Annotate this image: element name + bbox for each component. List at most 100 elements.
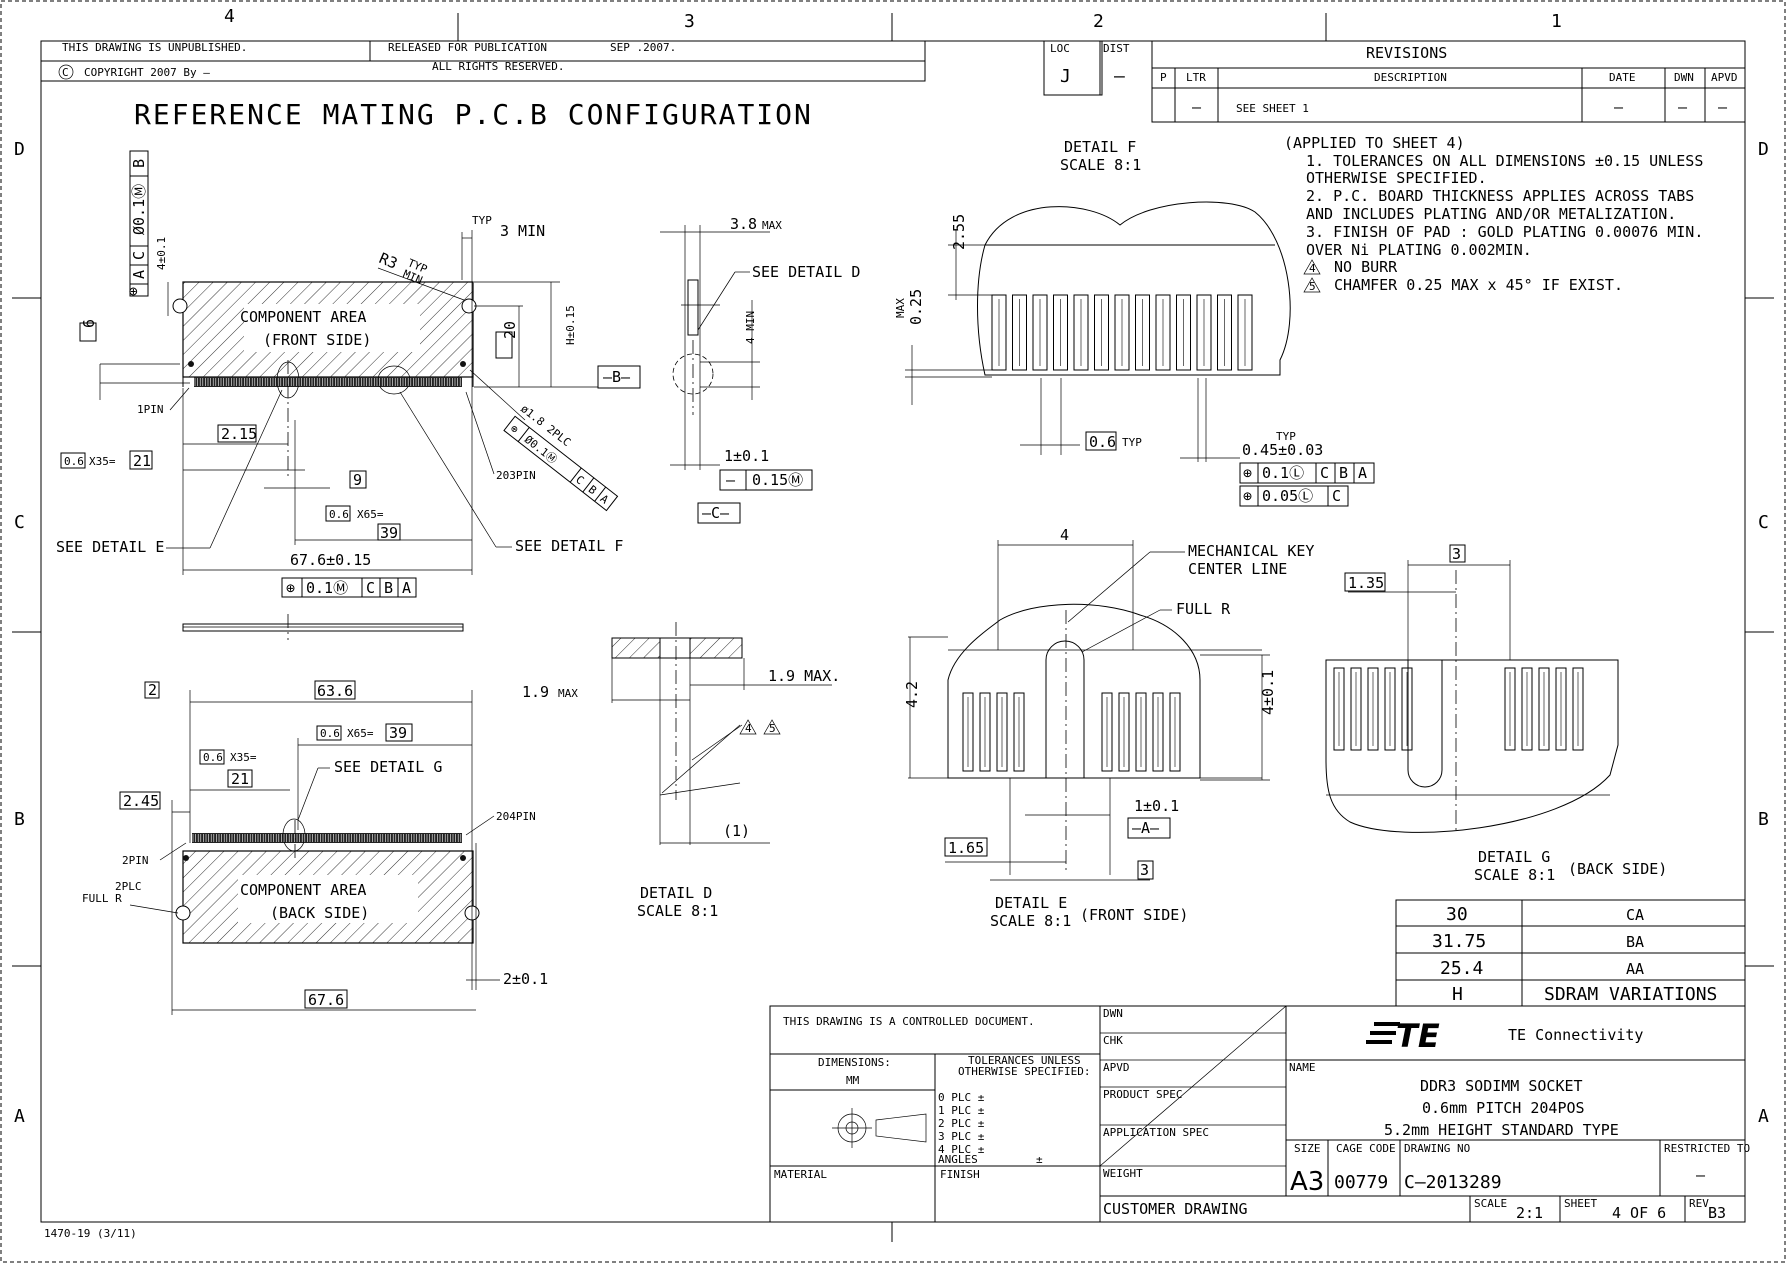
notes: (APPLIED TO SHEET 4) 1. TOLERANCES ON AL…	[1284, 134, 1703, 294]
detail-f-fcf-1: ⊕ 0.1Ⓛ C B A	[1239, 462, 1375, 484]
dim-6: 6	[80, 319, 98, 328]
datum-a: –A–	[1132, 819, 1160, 837]
dim-r3: R3	[376, 249, 400, 273]
plc-0: 0 PLC ±	[938, 1091, 985, 1104]
rights-note: ALL RIGHTS RESERVED.	[432, 60, 564, 73]
contact-pad	[1169, 692, 1181, 772]
rev-col-date: DATE	[1609, 71, 1636, 84]
loc-label: LOC	[1050, 42, 1070, 55]
note-4: NO BURR	[1334, 258, 1398, 276]
contact-pad	[1350, 667, 1362, 751]
svg-text:⊕: ⊕	[286, 579, 295, 597]
dim-1-9-max-b: 1.9 MAX.	[768, 667, 840, 685]
contact-pad	[991, 294, 1007, 371]
contact-pad	[1114, 294, 1130, 371]
contact-pad	[1521, 667, 1533, 751]
datum-b: –B–	[603, 368, 631, 386]
dim-1-65: 1.65	[948, 839, 984, 857]
dim-paren-1: (1)	[723, 822, 750, 840]
sheet-title: REFERENCE MATING P.C.B CONFIGURATION	[134, 98, 813, 131]
svg-text:—: —	[726, 471, 736, 489]
size-label: SIZE	[1294, 1142, 1321, 1155]
release-date: SEP .2007.	[610, 41, 676, 54]
part-name-1: DDR3 SODIMM SOCKET	[1420, 1077, 1583, 1095]
dim-3-8-max: MAX	[762, 219, 782, 232]
svg-text:⊕: ⊕	[1243, 487, 1252, 505]
rev-col-apvd: APVD	[1711, 71, 1738, 84]
note-flag-4	[1303, 259, 1321, 275]
svg-text:5: 5	[1309, 280, 1316, 293]
see-detail-d: SEE DETAIL D	[752, 263, 860, 281]
contact-pad	[1367, 667, 1379, 751]
zone-col-3: 3	[684, 11, 695, 32]
zone-row-c-right: C	[1758, 512, 1769, 533]
dim-39: 39	[380, 524, 398, 542]
zone-col-1: 1	[1551, 11, 1562, 32]
contact-pad	[1053, 294, 1068, 371]
mech-key-2: CENTER LINE	[1188, 560, 1287, 578]
name-label: NAME	[1289, 1061, 1316, 1074]
size-value: A3	[1290, 1167, 1324, 1197]
front-left-fcf: ⊕ Ø0.1Ⓜ C A B 4±0.1	[124, 150, 169, 316]
loc-value: J	[1060, 66, 1071, 87]
dim-width: 67.6±0.15	[290, 551, 371, 569]
detail-e-title: DETAIL E	[995, 894, 1067, 912]
note-1b: OTHERWISE SPECIFIED.	[1306, 169, 1487, 187]
drawing-no-value: C–2013289	[1404, 1172, 1502, 1193]
projection-symbol	[832, 1108, 927, 1148]
contact-pad	[1237, 294, 1253, 371]
cage-code-label: CAGE CODE	[1336, 1142, 1396, 1155]
dim-back-39: 39	[389, 724, 407, 742]
rev-value: B3	[1708, 1204, 1726, 1222]
dim-e-1-tol: 1±0.1	[1134, 797, 1179, 815]
see-detail-f: SEE DETAIL F	[515, 537, 623, 555]
dim-3-8: 3.8	[730, 215, 757, 233]
dim-4-2: 4.2	[903, 681, 921, 708]
chk-label: CHK	[1103, 1034, 1123, 1047]
contact-pad	[1572, 667, 1584, 751]
contact-pad	[1176, 294, 1191, 371]
rev-col-dwn: DWN	[1674, 71, 1694, 84]
back-area-label-1: COMPONENT AREA	[240, 881, 366, 899]
dim-g-3: 3	[1452, 545, 1461, 563]
pin1-label: 1PIN	[137, 403, 164, 416]
rev-date: –	[1614, 98, 1624, 116]
tolerance-1: TOLERANCES UNLESS	[968, 1054, 1081, 1067]
svg-text:C: C	[1332, 487, 1341, 505]
back-area-label-2: (BACK SIDE)	[270, 904, 369, 922]
contact-pad	[1155, 294, 1171, 371]
contact-pad	[1333, 667, 1345, 751]
customer-drawing: CUSTOMER DRAWING	[1103, 1200, 1248, 1218]
zone-row-c-left: C	[14, 512, 25, 533]
revisions-title: REVISIONS	[1366, 44, 1447, 62]
header-block: THIS DRAWING IS UNPUBLISHED. C COPYRIGHT…	[40, 40, 926, 82]
dim-back-0-6-a: 0.6	[320, 727, 340, 740]
pin204-label: 204PIN	[496, 810, 536, 823]
svg-text:Ø0.1Ⓜ: Ø0.1Ⓜ	[130, 184, 148, 235]
contact-pad	[1012, 294, 1027, 371]
weight-label: WEIGHT	[1103, 1167, 1143, 1180]
var-sdram-label: SDRAM VARIATIONS	[1544, 984, 1717, 1005]
contact-pad	[1384, 667, 1396, 751]
dist-label: DIST	[1103, 42, 1130, 55]
contact-pad	[1013, 692, 1025, 772]
see-detail-e: SEE DETAIL E	[56, 538, 164, 556]
dim-0-25: 0.25	[907, 289, 925, 325]
contact-pad	[1032, 294, 1048, 371]
detail-f: DETAIL F SCALE 8:1 2.55 MAX 0.25 0.6 TYP…	[894, 138, 1375, 507]
angles-label: ANGLES	[938, 1153, 978, 1166]
rev-apvd: –	[1718, 98, 1728, 116]
zone-row-b-right: B	[1758, 809, 1769, 830]
note-2b: AND INCLUDES PLATING AND/OR METALIZATION…	[1306, 205, 1676, 223]
dim-f-0-6: 0.6	[1089, 433, 1116, 451]
detail-g-side: (BACK SIDE)	[1568, 860, 1667, 878]
dim-63-6: 63.6	[317, 682, 353, 700]
dim-2-55: 2.55	[950, 214, 968, 250]
contact-pad	[1196, 294, 1212, 371]
released-note: RELEASED FOR PUBLICATION	[388, 41, 547, 54]
dim-f-typ: TYP	[1122, 436, 1142, 449]
detail-f-fcf-2: ⊕ 0.05Ⓛ C	[1239, 485, 1349, 507]
dim-f-typ2: TYP	[1276, 430, 1296, 443]
svg-text:0.1Ⓛ: 0.1Ⓛ	[1262, 464, 1304, 482]
zone-row-b-left: B	[14, 809, 25, 830]
